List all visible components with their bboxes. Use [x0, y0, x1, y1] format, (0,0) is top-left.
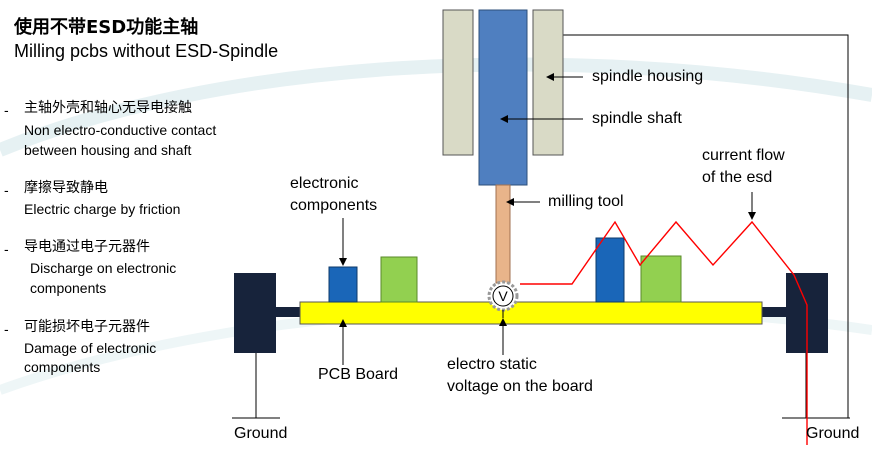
bullet-1-english-line1: Non electro-conductive contact [24, 122, 217, 138]
right-clamp-jaw [760, 307, 790, 317]
bullet-marker: - [4, 241, 9, 257]
spindle-shaft [478, 9, 528, 186]
spindle-housing-right [532, 9, 564, 156]
housing-ground-wire [560, 34, 849, 418]
left-clamp [234, 273, 276, 353]
bullet-marker: - [4, 182, 9, 198]
label-milling-tool: milling tool [548, 193, 624, 210]
milling-tool [495, 184, 511, 284]
green-component-right [640, 255, 682, 303]
bullet-3-chinese: 导电通过电子元器件 [24, 239, 150, 255]
label-ground-right: Ground [806, 425, 860, 442]
bullet-3-english-line1: Discharge on electronic [30, 260, 177, 276]
label-spindle-shaft: spindle shaft [592, 110, 682, 127]
green-component-left [380, 256, 418, 303]
bullet-2-english-line1: Electric charge by friction [24, 201, 181, 217]
label-current-flow-line1: current flow [702, 147, 785, 164]
bullet-4-english-line2: components [24, 359, 101, 375]
bullet-1-english-line2: between housing and shaft [24, 142, 192, 158]
blue-component-right [595, 237, 625, 303]
label-pcb-board: PCB Board [318, 366, 399, 383]
label-electro-static-line2: voltage on the board [447, 378, 593, 395]
left-clamp-jaw [275, 307, 305, 317]
label-ground-left: Ground [234, 425, 288, 442]
bullet-4-chinese: 可能损坏电子元器件 [24, 319, 150, 335]
label-electro-static-line1: electro static [447, 356, 537, 373]
esd-current-path [520, 220, 808, 445]
voltmeter-symbol: V [498, 288, 508, 304]
bullet-2-chinese: 摩擦导致静电 [24, 180, 108, 196]
bullet-3-english-line2: components [30, 280, 107, 296]
label-electronic-components-line2: components [290, 197, 378, 214]
voltmeter-icon [492, 285, 514, 307]
bullet-1-chinese: 主轴外壳和轴心无导电接触 [24, 100, 192, 116]
pcb-board [299, 301, 763, 325]
label-current-flow-line2: of the esd [702, 169, 773, 186]
bullet-marker: - [4, 321, 9, 337]
label-spindle-housing: spindle housing [592, 68, 704, 85]
bullet-marker: - [4, 102, 9, 118]
label-electronic-components-line1: electronic [290, 175, 359, 192]
title-english: Milling pcbs without ESD-Spindle [14, 41, 279, 61]
spindle-housing-left [442, 9, 474, 156]
bullet-4-english-line1: Damage of electronic [24, 340, 157, 356]
blue-component-left [328, 266, 358, 303]
title-chinese: 使用不带ESD功能主轴 [14, 17, 199, 38]
